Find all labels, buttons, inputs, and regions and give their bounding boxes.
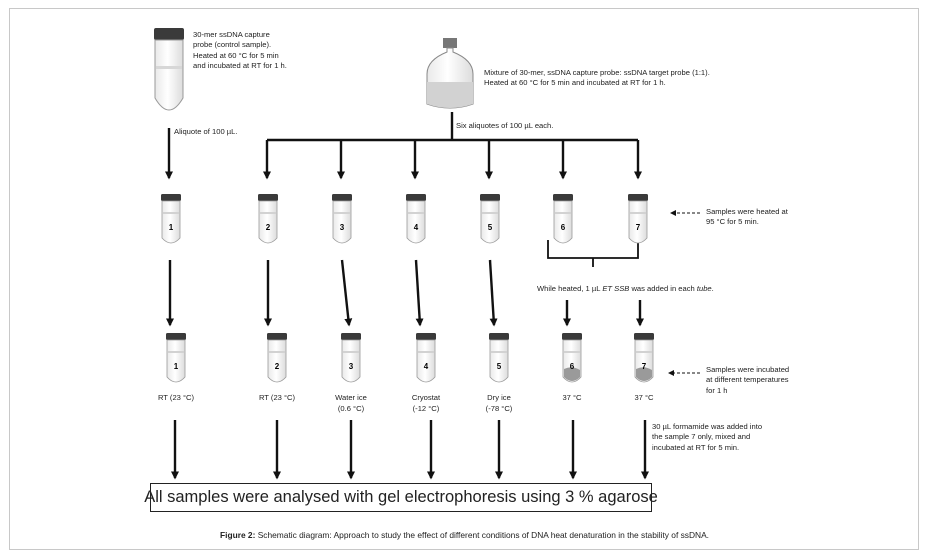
tube-number: 2 [275, 362, 280, 371]
condition-line: Cryostat [411, 393, 441, 402]
condition-label-4: Cryostat(-12 °C) [412, 393, 440, 414]
tube-4-top: 4 [406, 194, 426, 244]
tubes-row-bottom: 1 2 3 4 5 6 7 [166, 333, 654, 383]
condition-line: RT (23 °C) [157, 393, 195, 402]
tube-number: 7 [636, 223, 641, 232]
tube-number: 6 [570, 362, 575, 371]
figure-caption: Figure 2: Schematic diagram: Approach to… [220, 530, 709, 540]
mixture-bottle [426, 38, 474, 109]
tube-3-top: 3 [332, 194, 352, 244]
tube-1-bottom: 1 [166, 333, 186, 383]
condition-line: Water ice [335, 393, 367, 402]
condition-line: RT (23 °C) [258, 393, 296, 402]
tube-6-top: 6 [553, 194, 573, 244]
precipitate-mark [564, 367, 580, 381]
precipitate-mark [636, 367, 652, 381]
final-analysis-box: All samples were analysed with gel elect… [144, 483, 658, 512]
ssb-note: While heated, 1 µL ET SSB was added in e… [537, 284, 714, 293]
tube-4-bottom: 4 [416, 333, 436, 383]
aliquot-six-label: Six aliquotes of 100 µL each. [456, 121, 554, 130]
tube-2-bottom: 2 [267, 333, 287, 383]
tube-5-top: 5 [480, 194, 500, 244]
figure-frame [9, 8, 919, 550]
condition-label-2: RT (23 °C) [259, 393, 295, 404]
tube-7-bottom: 7 [634, 333, 654, 383]
aliquot-single-label: Aliquote of 100 µL. [174, 127, 238, 136]
condition-line: 37 °C [634, 393, 654, 402]
condition-label-5: Dry ice(-78 °C) [486, 393, 513, 414]
condition-label-1: RT (23 °C) [158, 393, 194, 404]
condition-line: (0.6 °C) [337, 403, 365, 413]
tube-3-bottom: 3 [341, 333, 361, 383]
tube-number: 1 [174, 362, 179, 371]
tube-number: 5 [488, 223, 493, 232]
tube-7-top: 7 [628, 194, 648, 244]
tube-number: 4 [424, 362, 429, 371]
tubes-row-top: 1 2 3 4 5 6 7 [161, 194, 648, 244]
tube-number: 1 [169, 223, 174, 232]
formamide-note: 30 µL formamide was added into the sampl… [652, 422, 763, 452]
heated-note: Samples were heated at 95 °C for 5 min. [706, 207, 788, 227]
condition-label-3: Water ice(0.6 °C) [335, 393, 367, 414]
tube-number: 2 [266, 223, 271, 232]
condition-label-6: 37 °C [562, 393, 581, 404]
mixture-description: Mixture of 30-mer, ssDNA capture probe: … [484, 68, 710, 88]
condition-line: Dry ice [487, 393, 511, 402]
condition-line: (-12 °C) [412, 403, 440, 413]
tube-number: 3 [349, 362, 354, 371]
tube-1-top: 1 [161, 194, 181, 244]
tube-number: 3 [340, 223, 345, 232]
tube-number: 5 [497, 362, 502, 371]
condition-label-7: 37 °C [634, 393, 653, 404]
control-probe-tube [154, 28, 184, 111]
tube-number: 6 [561, 223, 566, 232]
condition-line: (-78 °C) [485, 403, 513, 413]
tube-6-bottom: 6 [562, 333, 582, 383]
incubation-note: Samples were incubated at different temp… [706, 365, 790, 395]
tube-2-top: 2 [258, 194, 278, 244]
tube-number: 7 [642, 362, 647, 371]
tube-number: 4 [414, 223, 419, 232]
tube-5-bottom: 5 [489, 333, 509, 383]
control-probe-description: 30-mer ssDNA capture probe (control samp… [193, 30, 287, 71]
condition-line: 37 °C [562, 393, 582, 402]
